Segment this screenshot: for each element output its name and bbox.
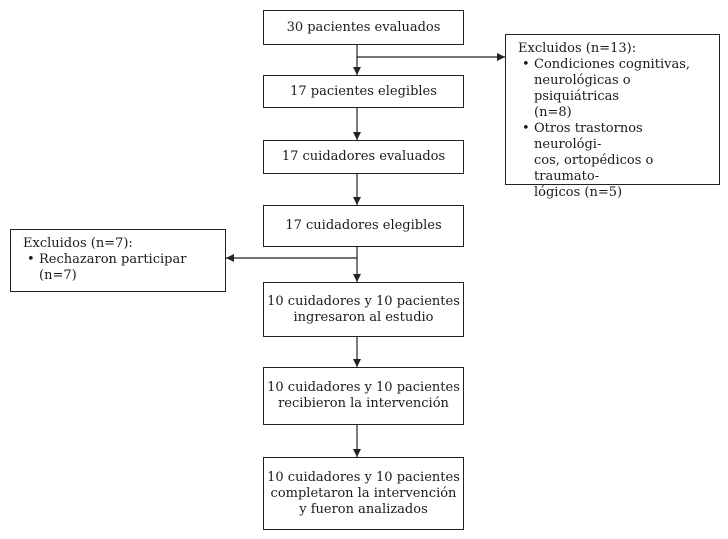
list-item: Rechazaron participar (n=7) xyxy=(23,252,215,284)
excluded-left-box: Excluidos (n=7): Rechazaron participar (… xyxy=(10,229,226,292)
list-item-line: Rechazaron participar (n=7) xyxy=(39,252,187,283)
list-item-line: Otros trastornos neurológi- xyxy=(534,121,643,152)
list-item: Condiciones cognitivas, neurológicas o p… xyxy=(518,57,709,121)
box-line: 17 cuidadores evaluados xyxy=(281,149,446,164)
excluded-right-list: Condiciones cognitivas, neurológicas o p… xyxy=(518,57,709,201)
list-item-line: (n=8) xyxy=(534,105,572,120)
box-cuidadores-evaluados: 17 cuidadores evaluados xyxy=(263,140,464,174)
box-line: 10 cuidadores y 10 pacientes xyxy=(267,469,460,485)
box-line: recibieron la intervención xyxy=(278,396,449,411)
box-line: 17 cuidadores elegibles xyxy=(285,218,442,233)
box-line: ingresaron al estudio xyxy=(293,309,434,325)
box-pacientes-evaluados: 30 pacientes evaluados xyxy=(263,10,464,45)
excluded-left-list: Rechazaron participar (n=7) xyxy=(23,252,215,284)
excluded-left-title: Excluidos (n=7): xyxy=(23,236,133,251)
box-line: 10 cuidadores y 10 pacientes xyxy=(267,293,460,309)
box-completaron-analizados: 10 cuidadores y 10 pacientes completaron… xyxy=(263,457,464,530)
excluded-right-title: Excluidos (n=13): xyxy=(518,41,637,56)
box-cuidadores-elegibles: 17 cuidadores elegibles xyxy=(263,205,464,247)
box-pacientes-elegibles: 17 pacientes elegibles xyxy=(263,75,464,108)
list-item-line: neurológicas o psiquiátricas xyxy=(534,73,631,104)
box-line: completaron la intervención xyxy=(270,485,457,501)
list-item-line: Condiciones cognitivas, xyxy=(534,57,690,72)
box-line: 30 pacientes evaluados xyxy=(286,19,441,35)
box-ingresaron-estudio: 10 cuidadores y 10 pacientes ingresaron … xyxy=(263,282,464,337)
box-line: 17 pacientes elegibles xyxy=(290,83,437,99)
list-item-line: lógicos (n=5) xyxy=(534,185,623,200)
list-item-line: cos, ortopédicos o traumato- xyxy=(534,153,654,184)
list-item: Otros trastornos neurológi- cos, ortopéd… xyxy=(518,121,709,201)
box-line: y fueron analizados xyxy=(299,501,428,517)
box-recibieron-intervencion: 10 cuidadores y 10 pacientes recibieron … xyxy=(263,367,464,425)
box-line: 10 cuidadores y 10 pacientes xyxy=(267,380,460,395)
excluded-right-box: Excluidos (n=13): Condiciones cognitivas… xyxy=(505,34,720,200)
